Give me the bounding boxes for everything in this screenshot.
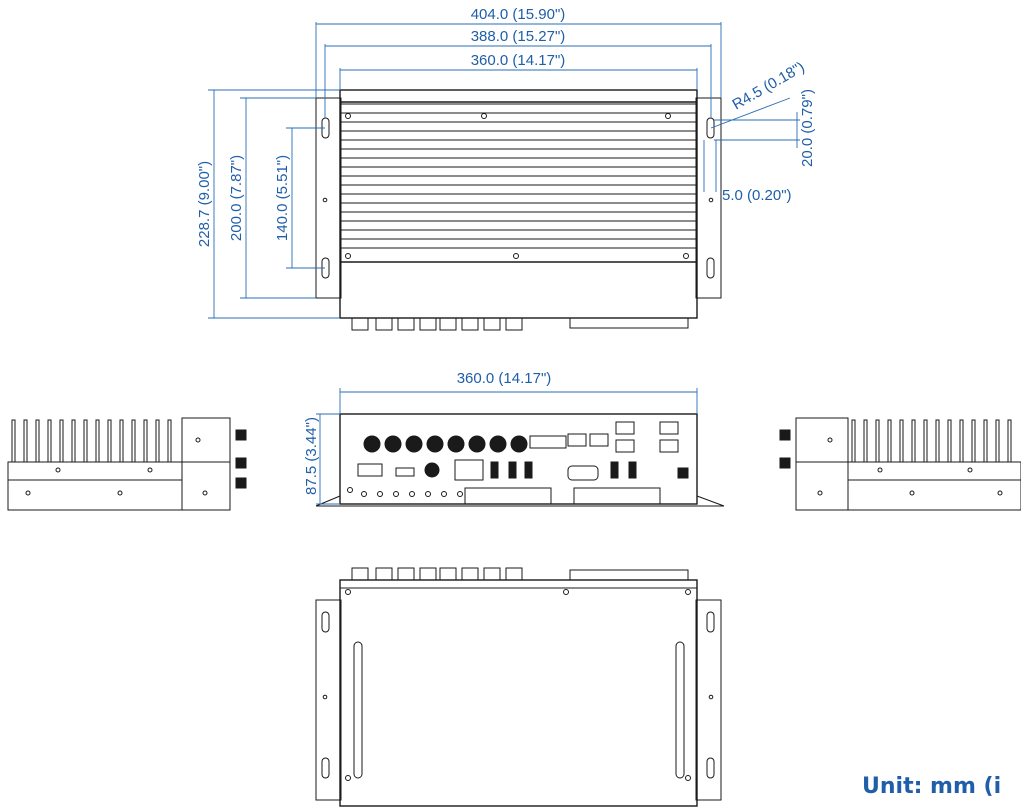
- heatsink-fins: [340, 101, 697, 263]
- dim-flange-offset: 5.0 (0.20"): [722, 187, 792, 204]
- bottom-connector-row: [351, 567, 523, 581]
- dim-slot-height: 140.0 (5.51"): [274, 155, 291, 241]
- dim-overall-height: 228.7 (9.00"): [196, 161, 213, 247]
- dim-mount-width: 388.0 (15.27"): [471, 28, 566, 45]
- dim-front-height: 87.5 (3.44"): [303, 417, 320, 495]
- front-io-ports: [357, 421, 689, 479]
- unit-label: Unit: mm (i: [862, 774, 1002, 799]
- side-fins-right: [851, 419, 1012, 463]
- right-side-view: [779, 417, 1021, 511]
- top-view-dimensions: [208, 22, 800, 319]
- front-view-dimensions: [316, 388, 698, 505]
- bottom-view: [315, 567, 722, 807]
- dim-overall-width: 404.0 (15.90"): [471, 6, 566, 23]
- screws: [345, 113, 689, 259]
- dim-body-width: 360.0 (14.17"): [471, 52, 566, 69]
- connector-row: [351, 317, 523, 331]
- dim-mount-height: 200.0 (7.87"): [228, 155, 245, 241]
- dim-slot-radius: R4.5 (0.18"): [730, 59, 808, 114]
- front-view: [315, 413, 725, 507]
- dim-slot-length: 20.0 (0.79"): [799, 89, 816, 167]
- top-view: [315, 89, 722, 331]
- side-fins-left: [11, 419, 172, 463]
- dim-front-width: 360.0 (14.17"): [457, 370, 552, 387]
- front-indicators: [347, 487, 463, 497]
- left-side-view: [7, 417, 247, 511]
